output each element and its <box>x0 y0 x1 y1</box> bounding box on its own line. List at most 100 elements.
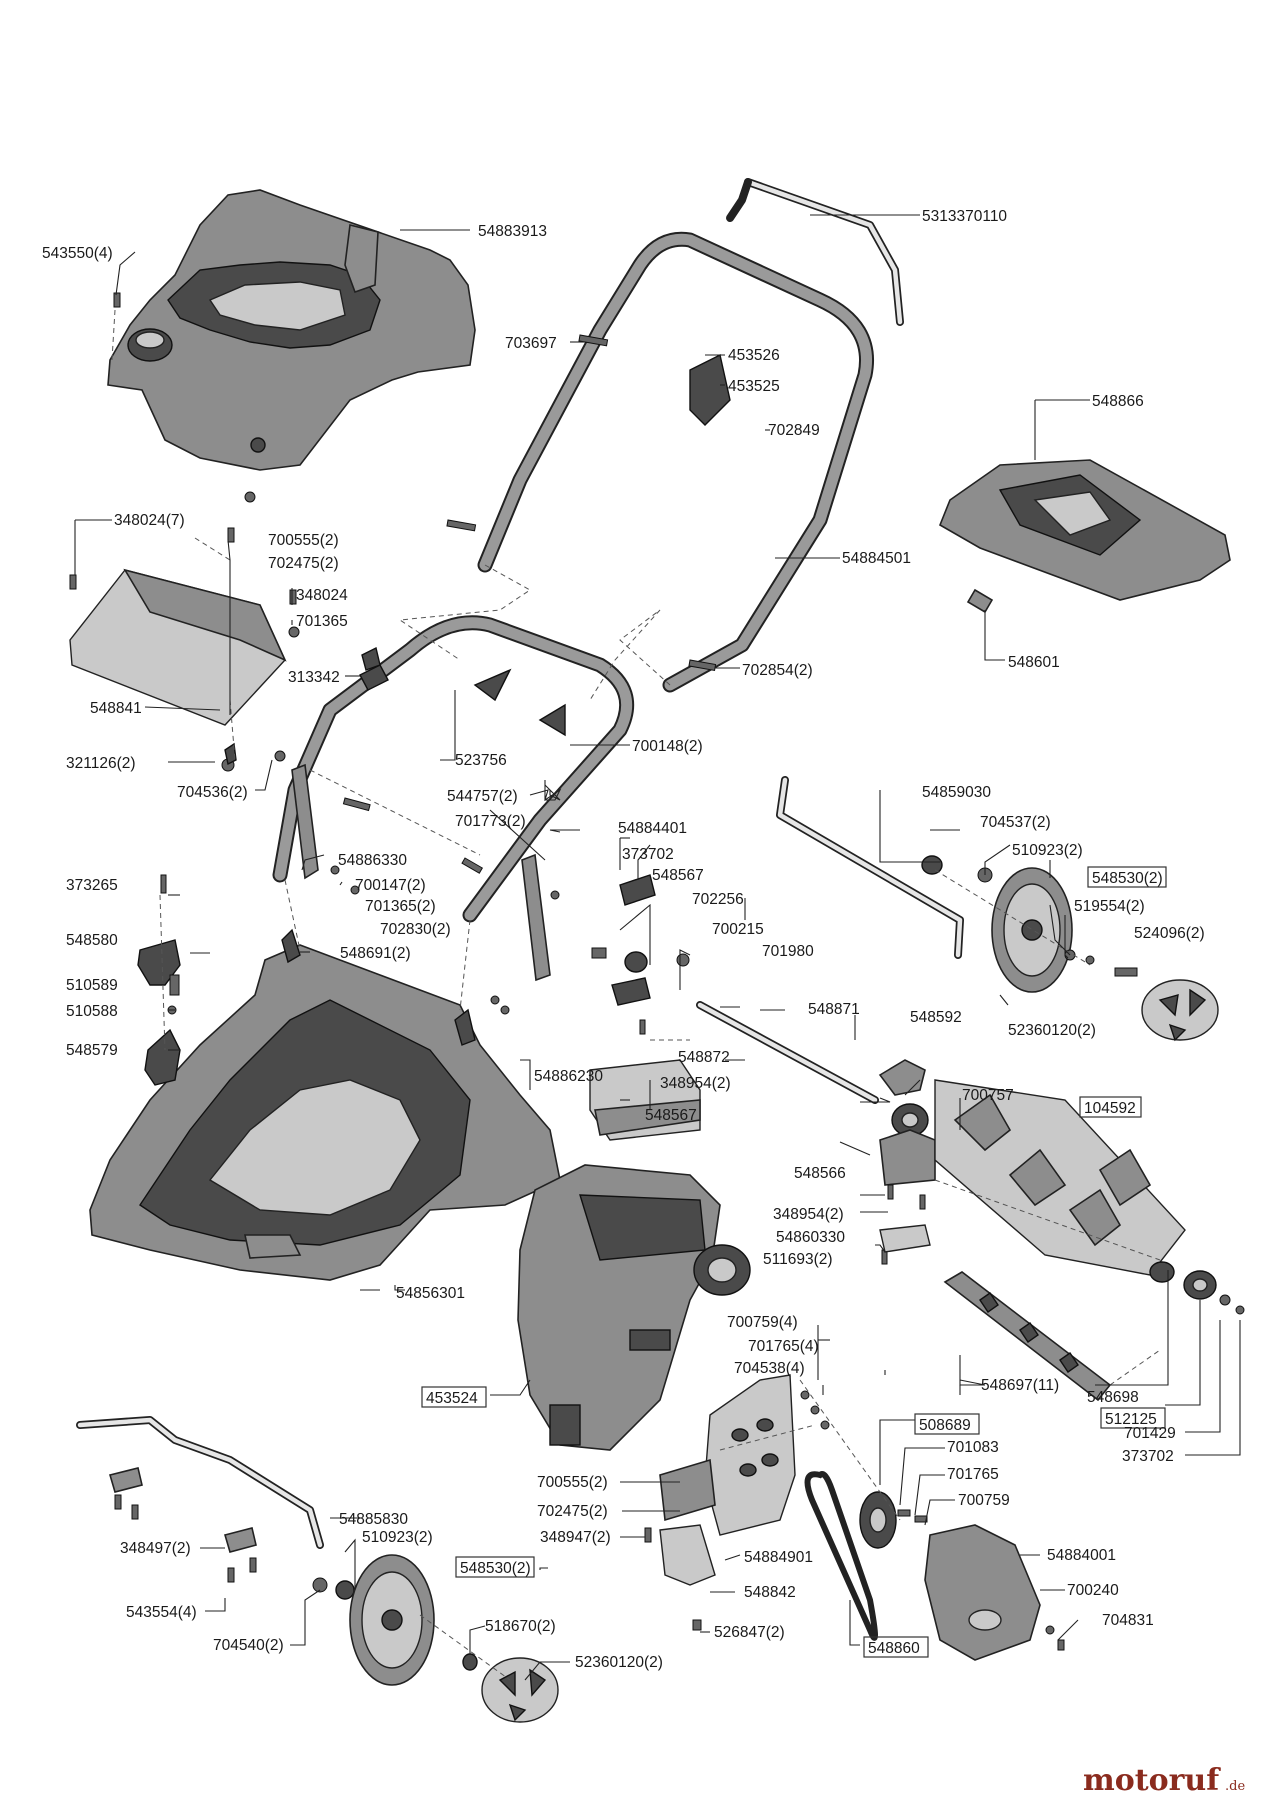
label-348024-7: 348024(7) <box>114 512 185 529</box>
label-702256: 702256 <box>692 891 744 908</box>
label-548567-b: 548567 <box>645 1107 697 1124</box>
label-510588: 510588 <box>66 1003 118 1020</box>
label-700555-b: 700555(2) <box>537 1474 608 1491</box>
label-702475-b: 702475(2) <box>537 1503 608 1520</box>
label-54860330: 54860330 <box>776 1229 845 1246</box>
label-543550: 543550(4) <box>42 245 113 262</box>
label-54886230: 54886230 <box>534 1068 603 1085</box>
label-54884001: 54884001 <box>1047 1547 1116 1564</box>
watermark-brand: motoruf <box>1083 1763 1221 1798</box>
label-104592: 104592 <box>1084 1100 1136 1117</box>
label-510589: 510589 <box>66 977 118 994</box>
label-453526: 453526 <box>728 347 780 364</box>
grass-box-cover <box>107 189 476 471</box>
label-54886330: 54886330 <box>338 852 407 869</box>
label-348954-b: 348954(2) <box>773 1206 844 1223</box>
label-54883913: 54883913 <box>478 223 547 240</box>
housing-brackets <box>281 763 551 1046</box>
label-373702-a: 373702 <box>622 846 674 863</box>
label-700759: 700759 <box>958 1492 1010 1509</box>
label-701083: 701083 <box>947 1439 999 1456</box>
label-548601: 548601 <box>1008 654 1060 671</box>
label-543554: 543554(4) <box>126 1604 197 1621</box>
label-548691: 548691(2) <box>340 945 411 962</box>
front-axle-lower <box>76 1416 324 1583</box>
box-548860 <box>863 1636 929 1658</box>
rear-wheel-upper <box>991 867 1219 1042</box>
label-702830: 702830(2) <box>380 921 451 938</box>
label-5313370110: 5313370110 <box>922 208 1007 225</box>
label-321126: 321126(2) <box>66 755 136 772</box>
leader-lines <box>74 214 1241 1681</box>
label-702849: 702849 <box>768 422 820 439</box>
label-548871: 548871 <box>808 1001 860 1018</box>
label-373702-b: 373702 <box>1122 1448 1174 1465</box>
label-700240: 700240 <box>1067 1582 1119 1599</box>
label-313342: 313342 <box>288 669 340 686</box>
label-348024: 348024 <box>296 587 348 604</box>
belt-and-pulley <box>804 1471 928 1641</box>
label-702854: 702854(2) <box>742 662 813 679</box>
label-54859030: 54859030 <box>922 784 991 801</box>
label-548579: 548579 <box>66 1042 118 1059</box>
label-544757: 544757(2) <box>447 788 518 805</box>
label-548530-b: 548530(2) <box>460 1560 531 1577</box>
box-548530-a <box>1087 866 1167 888</box>
box-512125 <box>1100 1407 1166 1429</box>
label-700147: 700147(2) <box>355 877 426 894</box>
label-548592: 548592 <box>910 1009 962 1026</box>
label-704536: 704536(2) <box>177 784 248 801</box>
label-704831: 704831 <box>1102 1612 1154 1629</box>
upper-handle <box>477 178 904 693</box>
label-701773: 701773(2) <box>455 813 526 830</box>
label-373265: 373265 <box>66 877 118 894</box>
rear-axle-bracket <box>776 776 993 959</box>
label-348947: 348947(2) <box>540 1529 611 1546</box>
fasteners <box>69 292 1065 1651</box>
label-702475-a: 702475(2) <box>268 555 339 572</box>
label-512125: 512125 <box>1105 1411 1157 1428</box>
label-548842: 548842 <box>744 1584 796 1601</box>
label-54856301: 54856301 <box>396 1285 465 1302</box>
tine-shaft <box>934 1079 1245 1315</box>
label-548567-a: 548567 <box>652 867 704 884</box>
label-453525: 453525 <box>728 378 780 395</box>
label-52360120-b: 52360120(2) <box>575 1654 663 1671</box>
label-52360120-a: 52360120(2) <box>1008 1022 1096 1039</box>
rear-flap <box>938 459 1231 614</box>
label-700555-a: 700555(2) <box>268 532 339 549</box>
label-526847: 526847(2) <box>714 1624 785 1641</box>
label-548580: 548580 <box>66 932 118 949</box>
label-54884501: 54884501 <box>842 550 911 567</box>
belt-cover <box>924 1524 1041 1661</box>
label-54884401: 54884401 <box>618 820 687 837</box>
part-labels: 543550(4) 54883913 5313370110 703697 453… <box>42 208 1205 1671</box>
engine <box>517 1059 751 1451</box>
motor-bracket <box>659 1374 796 1586</box>
label-701429: 701429 <box>1124 1425 1176 1442</box>
box-453524 <box>421 1386 487 1408</box>
front-wheel-lower <box>312 1554 559 1723</box>
box-104592 <box>1079 1096 1142 1118</box>
label-511693: 511693(2) <box>763 1251 833 1268</box>
cover-plate <box>69 568 287 726</box>
label-523756: 523756 <box>455 752 507 769</box>
label-704540: 704540(2) <box>213 1637 284 1654</box>
label-548698: 548698 <box>1087 1389 1139 1406</box>
mower-housing <box>89 944 561 1281</box>
box-548530-b <box>455 1556 535 1578</box>
label-701980: 701980 <box>762 943 814 960</box>
label-700759-4: 700759(4) <box>727 1314 798 1331</box>
label-510923-a: 510923(2) <box>1012 842 1083 859</box>
label-703697: 703697 <box>505 335 557 352</box>
label-348954-a: 348954(2) <box>660 1075 731 1092</box>
box-508689 <box>914 1413 980 1435</box>
label-453524: 453524 <box>426 1390 478 1407</box>
label-701365: 701365 <box>296 613 348 630</box>
label-54884901: 54884901 <box>744 1549 813 1566</box>
label-54885830: 54885830 <box>339 1511 408 1528</box>
label-548566: 548566 <box>794 1165 846 1182</box>
label-701765-4: 701765(4) <box>748 1338 819 1355</box>
label-548860: 548860 <box>868 1640 920 1657</box>
